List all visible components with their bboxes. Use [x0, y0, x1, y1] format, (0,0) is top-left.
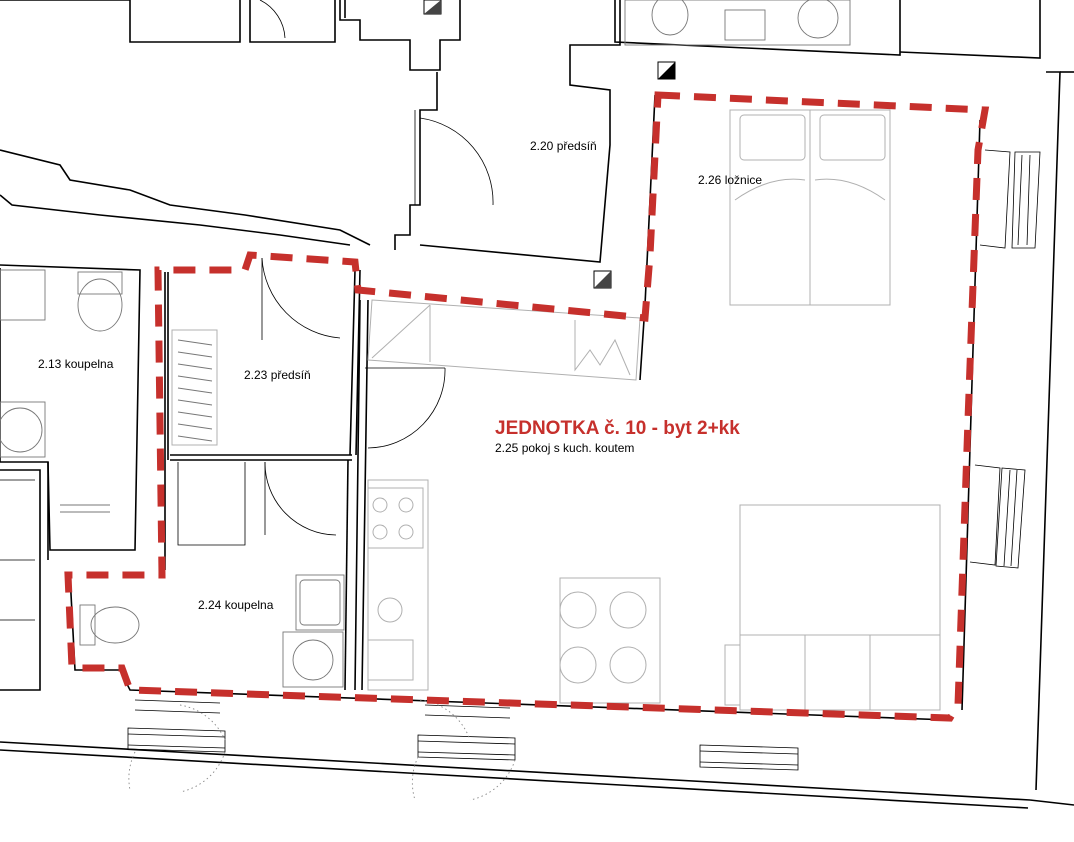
- unit-walls: [69, 94, 981, 721]
- dining-table: [559, 577, 661, 704]
- double-bed: [729, 109, 891, 306]
- building-walls: [0, 0, 1074, 809]
- wardrobe: [171, 329, 218, 446]
- unit-title: JEDNOTKA č. 10 - byt 2+kk: [495, 418, 740, 439]
- room-label-2-23: 2.23 předsíň: [244, 368, 311, 382]
- shaft-icon: [657, 61, 676, 80]
- room-label-2-24: 2.24 koupelna: [198, 598, 274, 612]
- room-label-2-13: 2.13 koupelna: [38, 357, 114, 371]
- bathroom-2-13-fixtures: [0, 269, 123, 513]
- shaft-icon: [593, 270, 612, 289]
- shaft-icon: [423, 0, 442, 15]
- unit-boundary: [64, 91, 990, 722]
- bathroom-fixtures: [79, 574, 345, 688]
- room-label-2-26: 2.26 ložnice: [698, 173, 762, 187]
- kitchen-counter: [367, 479, 429, 691]
- shaft-markers: [423, 0, 676, 289]
- top-bathroom-fixtures: [624, 0, 851, 46]
- room-label-2-25: 2.25 pokoj s kuch. koutem: [495, 441, 634, 455]
- room-label-2-20: 2.20 předsíň: [530, 139, 597, 153]
- sofa-bed: [724, 504, 941, 711]
- furniture: [0, 0, 941, 711]
- windows: [127, 149, 1041, 801]
- doors: [177, 257, 446, 546]
